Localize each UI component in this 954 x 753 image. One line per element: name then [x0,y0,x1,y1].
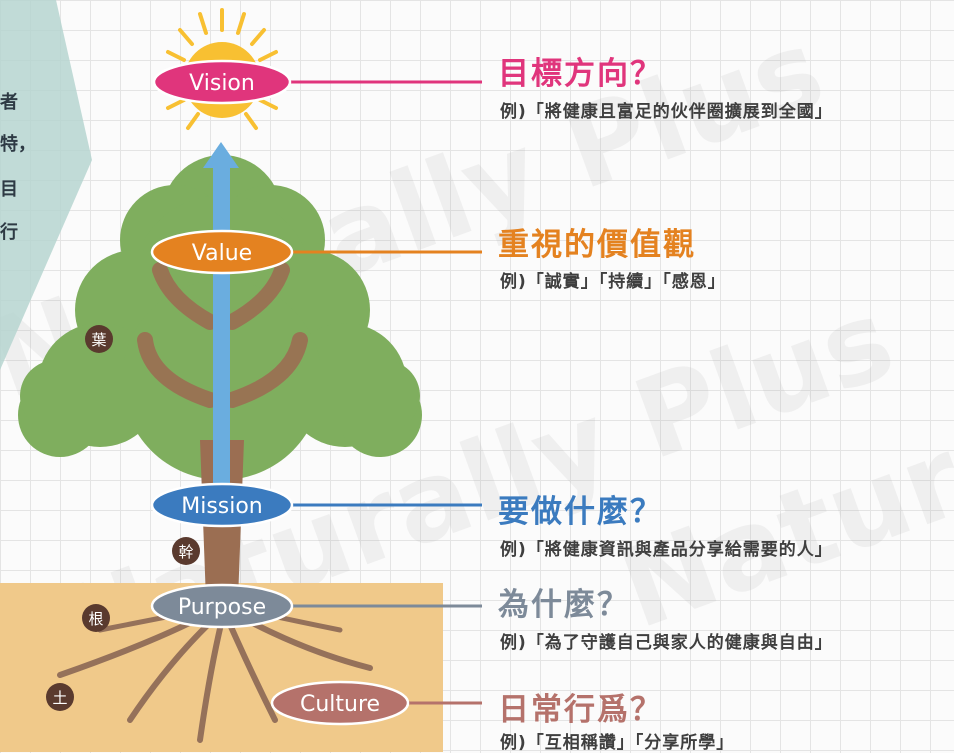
leaf-marker-text: 葉 [91,331,106,349]
leaf-marker: 葉 [85,325,113,353]
side-panel [0,0,92,370]
branches [137,262,308,408]
purpose-label-group: Purpose [150,583,294,629]
purpose-heading: 為什麼？ [498,587,630,623]
vision-example: 例)「將健康且富足的伙伴圈擴展到全國」 [500,102,833,122]
value-heading: 重視的價值觀 [498,227,696,263]
side-panel-line: 目 [0,179,18,200]
value-label: Value [192,241,252,266]
mission-example: 例)「將健康資訊與產品分享給需要的人」 [500,540,833,560]
culture-heading: 日常行爲？ [498,692,663,728]
mission-heading: 要做什麼？ [498,494,663,530]
value-example: 例)「誠實」「持續」「感恩」 [500,272,726,292]
soil-marker: 土 [46,683,74,711]
side-panel-line: 特， [0,134,36,155]
vision-label: Vision [189,71,255,96]
vision-label-group: Vision [152,59,292,105]
side-panel-line: 者 [0,92,18,113]
culture-label-group: Culture [270,680,410,726]
root-marker: 根 [82,604,110,632]
connector-lines [290,80,482,705]
mission-label-group: Mission [150,482,294,528]
root-marker-text: 根 [88,610,103,628]
mission-label: Mission [181,494,263,519]
culture-example: 例)「互相稱讚」「分享所學」 [500,733,735,753]
vision-heading: 目標方向？ [498,56,663,92]
purpose-example: 例)「為了守護自己與家人的健康與自由」 [500,633,833,653]
culture-label: Culture [300,692,380,717]
soil-marker-text: 土 [52,689,67,707]
purpose-label: Purpose [178,595,266,620]
trunk-marker: 幹 [172,537,200,565]
trunk-marker-text: 幹 [178,543,193,561]
value-label-group: Value [150,229,294,275]
side-panel-line: 行 [0,222,18,243]
